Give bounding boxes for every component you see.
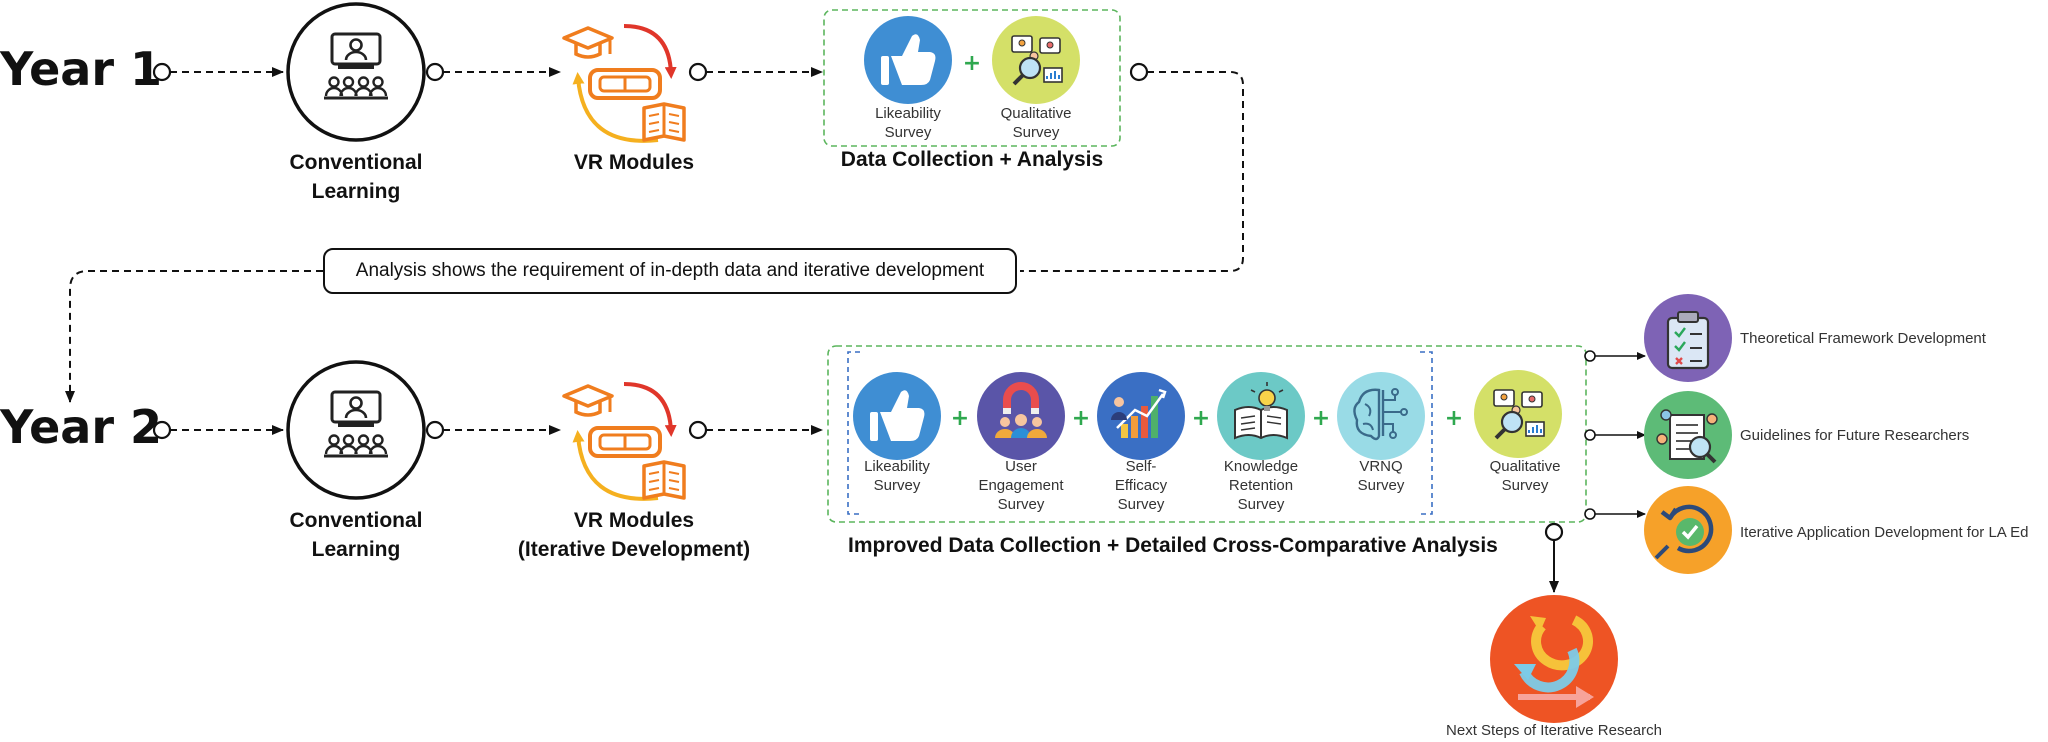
plus-sign: +	[1445, 406, 1463, 431]
year1-vr-modules-node	[564, 26, 684, 141]
year2-conventional-learning-node	[286, 360, 426, 500]
year2-vr-modules-label: VR Modules (Iterative Development)	[517, 509, 751, 561]
knowledge-retention-survey-label: Knowledge Retention Survey	[1223, 458, 1299, 513]
transition-note-box: Analysis shows the requirement of in-dep…	[323, 248, 1017, 294]
outcome-connectors	[1544, 350, 1646, 593]
year1-likeability-survey-label: Likeability Survey	[875, 105, 941, 141]
year1-qualitative-survey-label: Qualitative Survey	[1000, 105, 1072, 141]
year2-conventional-learning-label: Conventional Learning	[289, 509, 423, 561]
checklist-clipboard-icon	[1666, 310, 1710, 370]
year-2-label: Year 2	[0, 400, 163, 454]
vr-cycle-icon	[564, 384, 684, 499]
theoretical-framework-node	[1644, 294, 1732, 382]
year2-vr-modules-node	[564, 384, 684, 499]
year1-plus-sign: +	[963, 51, 981, 76]
year2-likeability-survey-label: Likeability Survey	[864, 458, 930, 494]
year2-data-collection-title: Improved Data Collection + Detailed Cros…	[848, 534, 1498, 557]
vrnq-survey-label: VRNQ Survey	[1357, 458, 1405, 494]
year2-likeability-survey-icon	[853, 372, 941, 460]
plus-sign: +	[1312, 406, 1330, 431]
user-engagement-survey-label: User Engagement Survey	[978, 458, 1064, 513]
year1-likeability-survey-icon	[864, 16, 952, 104]
plus-sign: +	[1192, 406, 1210, 431]
vr-cycle-icon	[564, 26, 684, 141]
theoretical-framework-label: Theoretical Framework Development	[1740, 330, 1986, 347]
transition-note-text: Analysis shows the requirement of in-dep…	[355, 260, 985, 281]
next-steps-label: Next Steps of Iterative Research	[1446, 722, 1662, 739]
next-steps-node	[1490, 595, 1618, 723]
year2-qualitative-survey-icon	[1474, 370, 1562, 458]
knowledge-retention-survey-icon	[1217, 372, 1305, 460]
self-efficacy-survey-label: Self- Efficacy Survey	[1114, 458, 1168, 513]
year-1-label: Year 1	[0, 42, 163, 96]
plus-sign: +	[951, 406, 969, 431]
user-engagement-survey-icon	[977, 372, 1065, 460]
year1-data-collection-title: Data Collection + Analysis	[840, 148, 1104, 171]
year2-flow-connectors	[152, 420, 823, 440]
iterative-app-node	[1644, 486, 1732, 574]
year1-flow-connectors	[65, 62, 1244, 403]
year1-vr-modules-label: VR Modules	[573, 151, 695, 174]
guidelines-node	[1644, 391, 1732, 479]
vrnq-survey-icon	[1337, 372, 1425, 460]
guidelines-label: Guidelines for Future Researchers	[1740, 427, 1970, 444]
year2-qualitative-survey-label: Qualitative Survey	[1489, 458, 1561, 494]
year1-data-collection-box	[823, 9, 1121, 147]
quantitative-surveys-bracket	[847, 351, 1433, 515]
year1-conventional-learning-node	[286, 2, 426, 142]
year1-conventional-learning-label: Conventional Learning	[289, 151, 423, 203]
year1-qualitative-survey-icon	[992, 16, 1080, 104]
self-efficacy-survey-icon	[1097, 372, 1185, 460]
plus-sign: +	[1072, 406, 1090, 431]
iterative-app-label: Iterative Application Development for LA…	[1740, 524, 2029, 541]
